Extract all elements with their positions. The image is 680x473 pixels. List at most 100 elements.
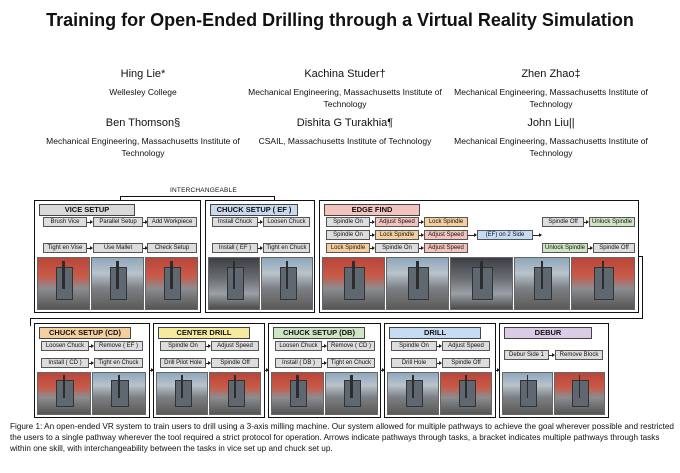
screenshot-image	[322, 257, 385, 310]
screenshot-image	[571, 257, 635, 310]
step-box: Adjust Speed	[424, 243, 468, 253]
step-box: Remove ( CD )	[327, 341, 375, 351]
panel-chuck-setup-cd: CHUCK SETUP (CD) Loosen Chuck Remove ( E…	[34, 323, 150, 418]
panel-title: CHUCK SETUP ( EF )	[210, 204, 298, 216]
arrow	[437, 344, 442, 348]
panel-edge-find: EDGE FIND Spindle On Adjust Speed Lock S…	[319, 200, 639, 313]
arrow	[419, 233, 424, 237]
panel-debur: DEBUR Debur Side 1 Remove Block	[499, 323, 609, 418]
step-box: Use Mallet	[93, 243, 143, 253]
screenshot-image	[156, 372, 208, 415]
step-box: Loosen Chuck	[275, 341, 322, 351]
arrow	[149, 368, 154, 372]
screenshot-image	[325, 372, 378, 415]
step-box: Drill Pilot Hole	[160, 358, 206, 368]
author-name: Dishita G Turakhia¶	[296, 117, 394, 129]
step-box: Install ( DB )	[275, 358, 322, 368]
arrow	[89, 361, 94, 365]
arrow	[206, 344, 211, 348]
arrow	[143, 246, 148, 250]
step-box: Brush Vice	[43, 217, 87, 227]
screenshot-image	[514, 257, 570, 310]
arrow	[468, 233, 477, 237]
author-block: John Liu|| Mechanical Engineering, Massa…	[446, 116, 656, 159]
step-box: Spindle On	[160, 341, 206, 351]
author-block: Ben Thomson§ Mechanical Engineering, Mas…	[38, 116, 248, 159]
screenshot-image	[91, 257, 144, 310]
screenshot-image	[92, 372, 146, 415]
arrow	[495, 368, 500, 372]
step-box: Install ( EF )	[212, 243, 258, 253]
step-box: Unlock Spindle	[589, 217, 635, 227]
step-box: Tight en Chuck	[263, 243, 310, 253]
bracket-left-tick	[120, 196, 121, 202]
step-box: Lock Spindle	[326, 243, 370, 253]
step-box: Adjust Speed	[442, 341, 490, 351]
author-affiliation: Mechanical Engineering, Massachusetts In…	[454, 136, 648, 158]
arrow	[549, 353, 555, 357]
author-name: John Liu||	[527, 117, 575, 129]
screenshot-image	[502, 372, 553, 415]
step-box: Install ( CD )	[41, 358, 89, 368]
arrow	[419, 220, 424, 224]
arrow	[533, 233, 542, 237]
author-block: Hing Lie* Wellesley College	[38, 67, 248, 98]
arrow	[584, 220, 589, 224]
panel-title: CHUCK SETUP (DB)	[273, 327, 365, 339]
step-box: Spindle Off	[211, 358, 259, 368]
author-block: Zhen Zhao‡ Mechanical Engineering, Massa…	[446, 67, 656, 110]
panel-title: EDGE FIND	[324, 204, 420, 216]
flow-connector	[30, 318, 643, 319]
screenshot-image	[387, 372, 439, 415]
author-name: Hing Lie*	[120, 68, 166, 80]
step-box: Adjust Speed	[375, 217, 419, 227]
author-name: Kachina Studer†	[304, 68, 386, 80]
step-box: Parallel Setup	[93, 217, 143, 227]
panel-vice-setup: VICE SETUP Brush Vice Parallel Setup Add…	[34, 200, 201, 313]
arrow	[258, 246, 263, 250]
step-box: Loosen Chuck	[41, 341, 89, 351]
step-box: Drill Hole	[391, 358, 437, 368]
arrow	[437, 361, 442, 365]
flow-connector	[30, 318, 31, 326]
step-box: Adjust Speed	[424, 230, 468, 240]
step-box: Tight en Chuck	[94, 358, 143, 368]
author-affiliation: Wellesley College	[109, 87, 177, 97]
screenshot-image	[271, 372, 324, 415]
author-block: Dishita G Turakhia¶ CSAIL, Massachusetts…	[240, 116, 450, 147]
bracket-right-tick	[274, 196, 275, 202]
panel-title: CHUCK SETUP (CD)	[39, 327, 131, 339]
panel-chuck-setup-ef: CHUCK SETUP ( EF ) Install Chuck Loosen …	[205, 200, 315, 313]
step-box: (EF) on 2 Side	[477, 230, 533, 240]
step-box: Tight en Chuck	[327, 358, 375, 368]
arrow	[87, 220, 93, 224]
interchangeable-bracket	[120, 196, 275, 197]
screenshot-image	[450, 257, 513, 310]
step-box: Spindle On	[326, 230, 370, 240]
screenshot-image	[554, 372, 605, 415]
step-box: Spindle On	[375, 243, 419, 253]
step-box: Spindle Off	[542, 217, 584, 227]
screenshot-image	[440, 372, 492, 415]
arrow	[89, 344, 94, 348]
panel-chuck-setup-db: CHUCK SETUP (DB) Loosen Chuck Remove ( C…	[268, 323, 381, 418]
step-box: Spindle On	[391, 341, 437, 351]
panel-center-drill: CENTER DRILL Spindle On Adjust Speed Dri…	[153, 323, 265, 418]
panel-title: DRILL	[389, 327, 481, 339]
screenshot-image	[37, 257, 90, 310]
arrow	[419, 246, 424, 250]
panel-drill: DRILL Spindle On Adjust Speed Drill Hole…	[384, 323, 496, 418]
step-box: Spindle On	[326, 217, 370, 227]
arrow	[370, 246, 375, 250]
screenshot-image	[209, 372, 261, 415]
arrow	[206, 361, 211, 365]
arrow	[322, 344, 327, 348]
arrow	[370, 220, 375, 224]
step-box: Remove ( EF )	[94, 341, 143, 351]
screenshot-image	[37, 372, 91, 415]
interchangeable-label: INTERCHANGEABLE	[170, 187, 237, 194]
step-box: Lock Spindle	[424, 217, 468, 227]
arrow	[370, 233, 375, 237]
screenshot-image	[386, 257, 449, 310]
figure-caption: Figure 1: An open-ended VR system to tra…	[10, 422, 674, 454]
